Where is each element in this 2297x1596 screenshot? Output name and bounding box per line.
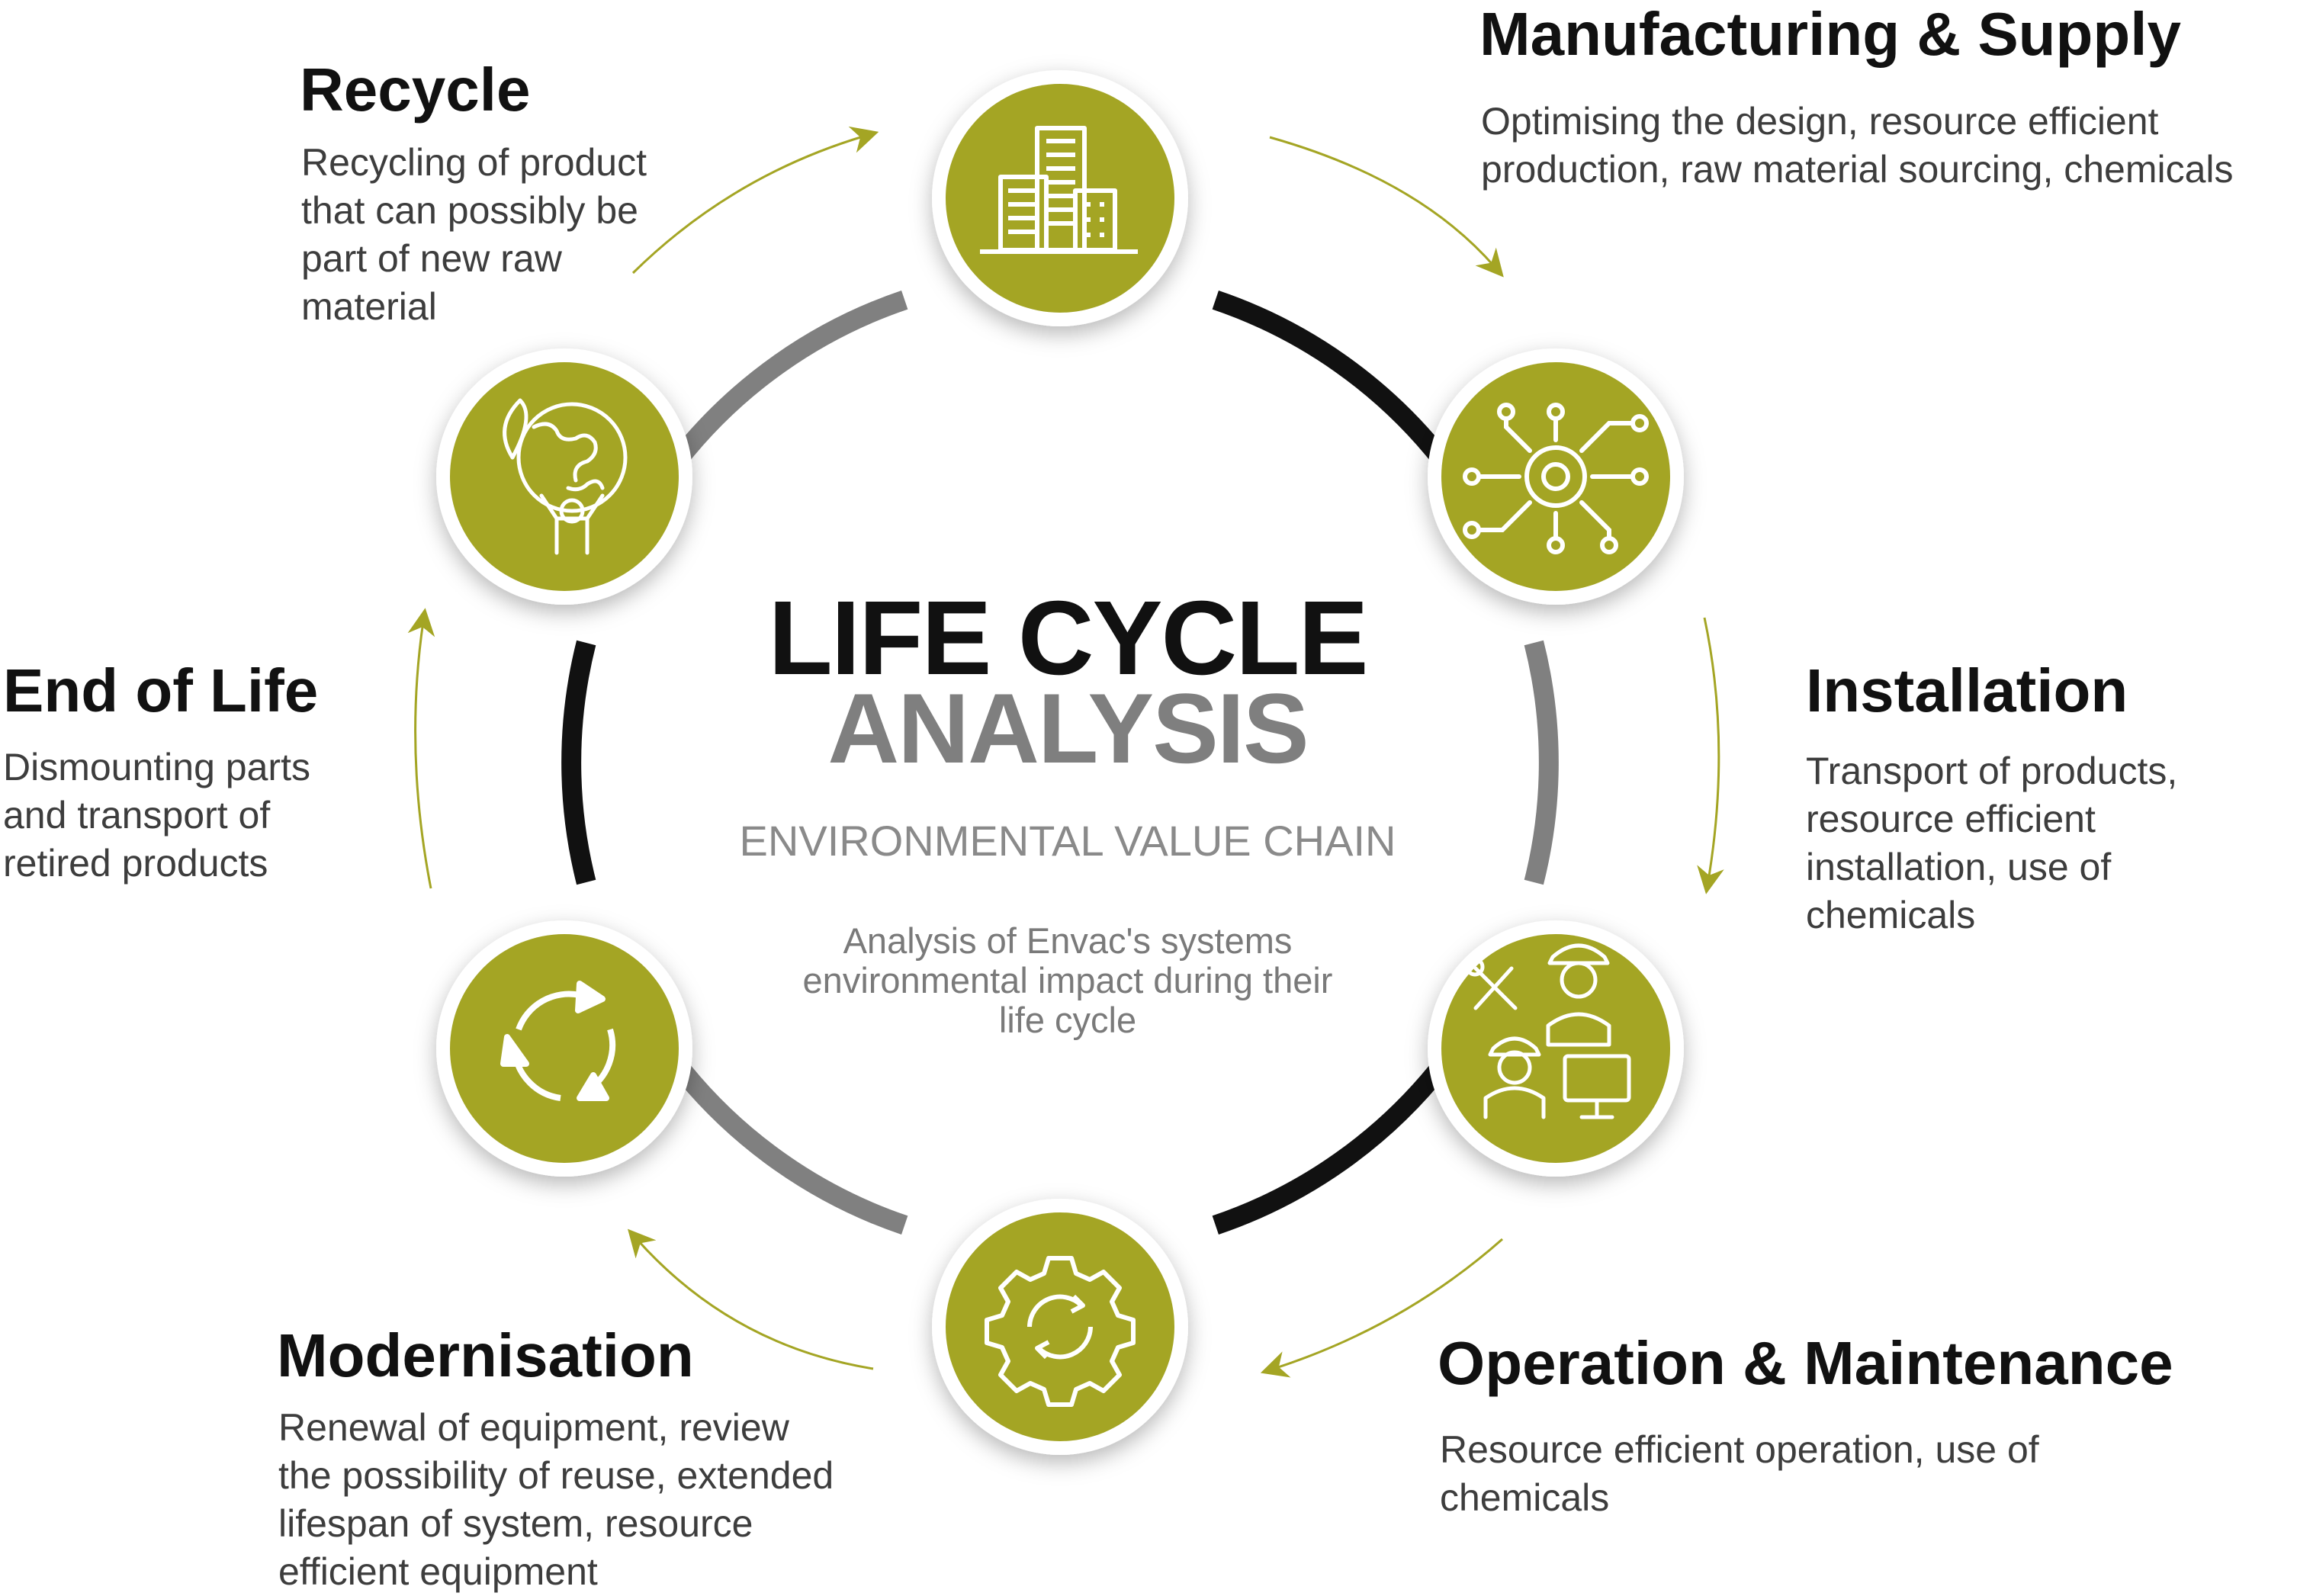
end-of-life-title: End of Life (3, 657, 319, 724)
modernisation-description: Renewal of equipment, review the possibi… (278, 1406, 834, 1593)
ring-arc-left (561, 640, 596, 885)
recycle-arrows-icon (500, 981, 616, 1101)
buildings-icon (980, 126, 1138, 254)
recycle-description: Recycling of product that can possibly b… (301, 141, 647, 328)
ring-arc-top-left (670, 290, 908, 467)
node-end-of-life (436, 920, 692, 1177)
operation-description: Resource efficient operation, use of che… (1440, 1428, 2039, 1519)
globe-person-icon (503, 398, 628, 555)
ring-arc-bottom-right (1212, 1058, 1450, 1235)
arrow-to-manufacturing (1269, 136, 1504, 278)
arrow-to-end-of-life (407, 608, 435, 889)
center-title-line1: LIFE CYCLE (768, 580, 1368, 697)
center-title-line2: ANALYSIS (827, 673, 1309, 784)
operation-title: Operation & Maintenance (1438, 1329, 2173, 1397)
workers-icon (1465, 943, 1631, 1119)
cycle-ring (561, 290, 1559, 1235)
node-installation (1428, 348, 1684, 605)
installation-description: Transport of products, resource efficien… (1806, 750, 2178, 936)
ring-arc-top-right (1212, 290, 1450, 467)
arrow-to-recycle (631, 126, 879, 275)
flow-arrows (407, 126, 1724, 1378)
end-of-life-description: Dismounting parts and transport of retir… (3, 746, 310, 885)
ring-arc-right (1524, 640, 1559, 885)
manufacturing-description: Optimising the design, resource efficien… (1481, 100, 2234, 191)
arrow-to-installation (1697, 617, 1724, 894)
modernisation-title: Modernisation (277, 1321, 694, 1389)
circuit-gear-icon (1463, 403, 1649, 554)
center-subtitle: ENVIRONMENTAL VALUE CHAIN (739, 817, 1396, 865)
center-description: Analysis of Envac's systems environmenta… (802, 920, 1333, 1040)
installation-title: Installation (1806, 657, 2128, 724)
arrow-to-modernisation (628, 1228, 874, 1370)
recycle-title: Recycle (300, 56, 531, 124)
gear-refresh-icon (985, 1256, 1136, 1407)
manufacturing-title: Manufacturing & Supply (1479, 0, 2181, 68)
node-modernisation (932, 1199, 1188, 1455)
node-operation (1428, 920, 1684, 1177)
node-recycle (436, 348, 692, 605)
node-manufacturing (932, 70, 1188, 326)
arrow-to-operation (1260, 1238, 1503, 1378)
ring-arc-bottom-left (670, 1058, 908, 1235)
